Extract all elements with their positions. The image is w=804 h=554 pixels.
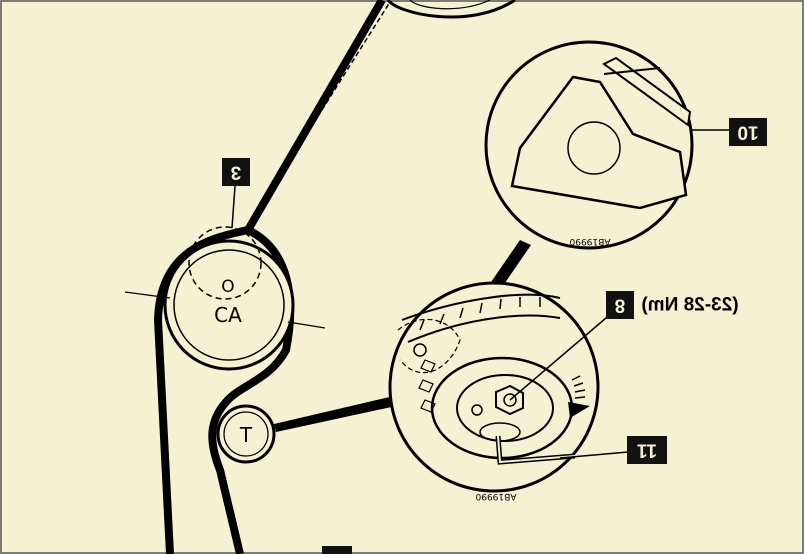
timing-belt-left xyxy=(153,226,249,554)
camshaft-label: CA xyxy=(214,303,242,327)
torque-spec: (23-28 Nm) xyxy=(641,295,738,316)
svg-text:11: 11 xyxy=(637,440,658,461)
svg-text:8: 8 xyxy=(615,295,626,316)
callout-3: 3 xyxy=(222,158,250,186)
callout-10: 10 xyxy=(729,118,767,146)
detail-circle-bottom xyxy=(388,281,600,493)
figure-code-top: AB19990 xyxy=(569,236,610,246)
hex-nut-icon xyxy=(471,384,524,416)
leader-11 xyxy=(559,451,629,459)
svg-text:3: 3 xyxy=(231,162,242,183)
leader-8 xyxy=(509,311,614,401)
callout-11: 11 xyxy=(627,436,667,464)
camshaft-mark-o: O xyxy=(221,277,234,297)
detail-circle-top xyxy=(484,40,694,250)
timing-belt-upper xyxy=(244,0,386,233)
detail-pointer-bottom xyxy=(274,396,396,432)
inspection-circle xyxy=(188,226,262,300)
crankshaft-pulley-fragment xyxy=(386,0,516,19)
callout-8: 8 xyxy=(606,291,634,319)
allen-key-icon xyxy=(479,422,576,465)
svg-text:10: 10 xyxy=(737,122,758,143)
leader-3 xyxy=(231,185,236,229)
tensioner-pulley-icon xyxy=(216,404,276,464)
camshaft-pulley-icon xyxy=(124,239,326,371)
figure-code-bottom: AB19990 xyxy=(475,491,516,501)
tensioner-label: T xyxy=(239,423,253,447)
partial-callout xyxy=(322,546,352,554)
